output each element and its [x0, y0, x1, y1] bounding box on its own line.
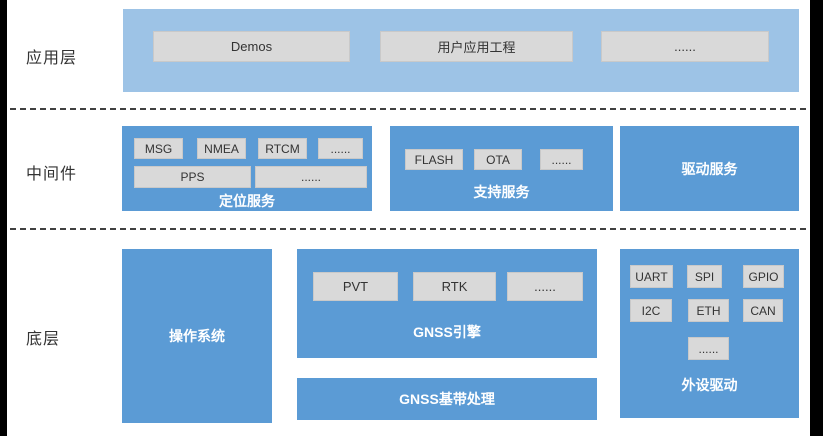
driver-service-box: 驱动服务	[620, 126, 799, 211]
chip-gpio: GPIO	[743, 265, 784, 288]
chip-spi: SPI	[687, 265, 722, 288]
chip-peripheral-ellipsis: ......	[688, 337, 729, 360]
gnss-engine-title: GNSS引擎	[413, 324, 481, 340]
left-edge-bar	[0, 0, 7, 436]
positioning-service-box: MSG NMEA RTCM ...... PPS ...... 定位服务	[122, 126, 372, 211]
chip-i2c: I2C	[630, 299, 672, 322]
support-service-box: FLASH OTA ...... 支持服务	[390, 126, 613, 211]
chip-demos: Demos	[153, 31, 350, 62]
chip-pps: PPS	[134, 166, 251, 188]
separator-application-middleware	[10, 108, 808, 110]
right-edge-bar	[810, 0, 823, 436]
chip-pos-ellipsis-2: ......	[255, 166, 367, 188]
application-layer-band: Demos 用户应用工程 ......	[123, 9, 799, 92]
chip-rtcm: RTCM	[258, 138, 307, 159]
chip-ota: OTA	[474, 149, 522, 170]
layer-label-application: 应用层	[26, 50, 78, 67]
chip-pvt: PVT	[313, 272, 398, 301]
chip-pos-ellipsis-1: ......	[318, 138, 363, 159]
chip-uart: UART	[630, 265, 673, 288]
chip-engine-ellipsis: ......	[507, 272, 583, 301]
chip-flash: FLASH	[405, 149, 463, 170]
chip-eth: ETH	[688, 299, 729, 322]
chip-rtk: RTK	[413, 272, 496, 301]
operating-system-box: 操作系统	[122, 249, 272, 423]
gnss-baseband-box: GNSS基带处理	[297, 378, 597, 420]
separator-middleware-bottom	[10, 228, 808, 230]
chip-msg: MSG	[134, 138, 183, 159]
peripheral-driver-box: UART SPI GPIO I2C ETH CAN ...... 外设驱动	[620, 249, 799, 418]
chip-can: CAN	[743, 299, 783, 322]
chip-nmea: NMEA	[197, 138, 246, 159]
layer-label-bottom: 底层	[26, 331, 61, 348]
peripheral-driver-title: 外设驱动	[681, 377, 738, 393]
chip-app-ellipsis: ......	[601, 31, 769, 62]
chip-support-ellipsis: ......	[540, 149, 583, 170]
gnss-engine-box: PVT RTK ...... GNSS引擎	[297, 249, 597, 358]
support-service-title: 支持服务	[473, 184, 530, 200]
positioning-service-title: 定位服务	[219, 193, 275, 209]
layer-label-middleware: 中间件	[26, 166, 78, 183]
chip-user-application: 用户应用工程	[380, 31, 573, 62]
